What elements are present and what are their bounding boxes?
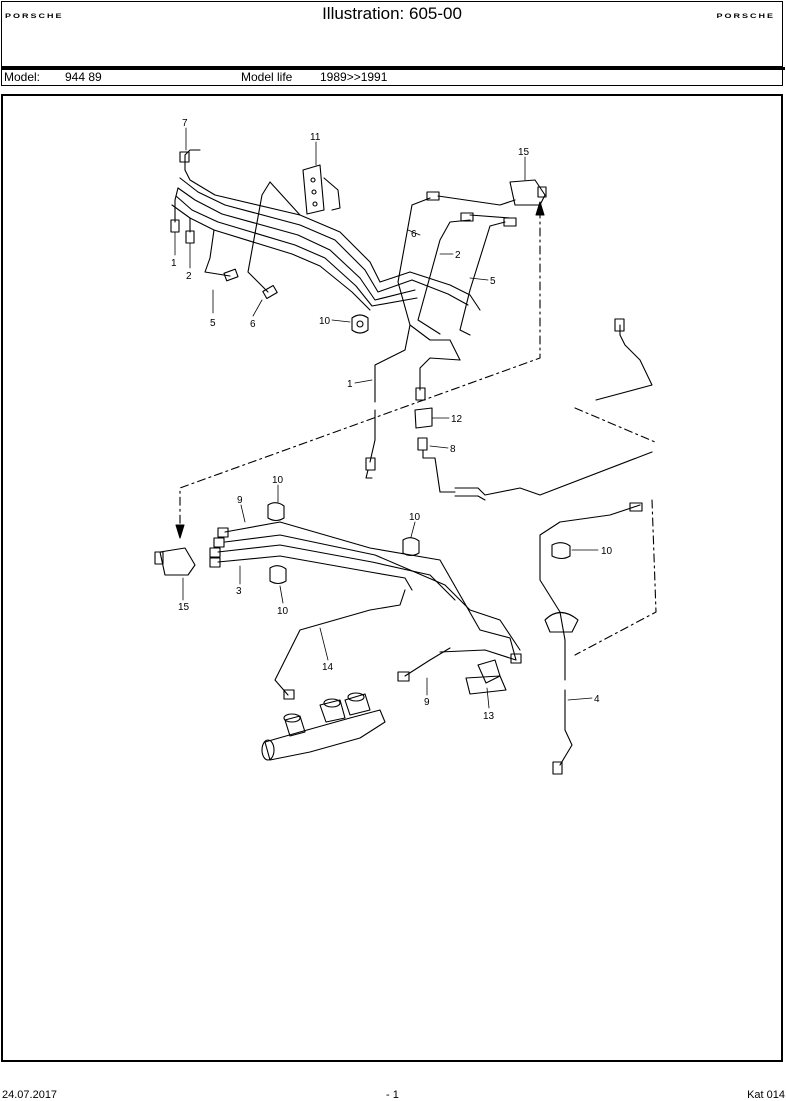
- master-cylinder: [261, 692, 386, 761]
- clip-10-upper: [351, 314, 369, 334]
- footer-page-number: - 1: [386, 1089, 399, 1101]
- footer-date: 24.07.2017: [2, 1089, 58, 1101]
- porsche-logo-left: PORSCHE: [5, 12, 64, 20]
- callout-6-left: 6: [250, 319, 256, 330]
- model-bar: Model: 944 89 Model life 1989>>1991: [1, 69, 783, 86]
- callout-5-right: 5: [490, 276, 496, 287]
- callout-3: 3: [236, 586, 242, 597]
- callout-leaders: [174, 127, 599, 709]
- callout-15-upper: 15: [518, 147, 530, 158]
- callout-10-center-lower: 10: [409, 512, 421, 523]
- callout-10-upper: 10: [319, 316, 331, 327]
- callout-7: 7: [182, 118, 188, 129]
- callout-12: 12: [451, 414, 463, 425]
- footer-catalog: Kat 014: [747, 1089, 785, 1101]
- model-label: Model:: [4, 70, 41, 84]
- callout-10-right-lower: 10: [601, 546, 613, 557]
- callout-10-bottom-lower: 10: [277, 606, 289, 617]
- illustration-frame: [1, 94, 783, 1062]
- callout-8: 8: [450, 444, 456, 455]
- callout-9-left: 9: [237, 495, 243, 506]
- valve-12: [414, 357, 461, 429]
- illustration-title: Illustration: 605-00: [322, 4, 462, 23]
- switch-13: [465, 659, 507, 695]
- callout-14: 14: [322, 662, 334, 673]
- callout-2-left: 2: [186, 271, 192, 282]
- callout-10-top-lower: 10: [272, 475, 284, 486]
- callout-2-right: 2: [455, 250, 461, 261]
- callout-9-bottom: 9: [424, 697, 430, 708]
- callout-11: 11: [310, 132, 321, 143]
- lower-brake-lines: [209, 521, 522, 700]
- line-4: [539, 502, 643, 775]
- line-8: [417, 318, 653, 501]
- arrow-down-icon: [175, 524, 185, 539]
- callout-labels: 7 11 15 1 2 6 2 5 5 6 10 1 12 8 10 9 10 …: [171, 118, 613, 722]
- model-value: 944 89: [65, 70, 102, 84]
- distributor-15-upper: [509, 179, 547, 206]
- callout-1-left: 1: [171, 258, 177, 269]
- right-upper-lines: [397, 191, 517, 361]
- callout-13: 13: [483, 711, 495, 722]
- page-header: PORSCHE Illustration: 605-00 PORSCHE: [1, 1, 783, 67]
- callout-15-lower: 15: [178, 602, 190, 613]
- line-1-down: [365, 324, 411, 479]
- callout-4: 4: [594, 694, 600, 705]
- clips-10-lower: [267, 502, 420, 585]
- callout-5-left: 5: [210, 318, 216, 329]
- callout-1-center: 1: [347, 379, 353, 390]
- model-life-value: 1989>>1991: [320, 70, 388, 84]
- dashed-reference-lines: [179, 209, 657, 656]
- model-life-label: Model life: [241, 70, 293, 84]
- bracket-11: [302, 164, 341, 215]
- callout-6-right: 6: [411, 229, 417, 240]
- upper-brake-line-bundle: [171, 169, 481, 311]
- header-divider: [1, 67, 785, 70]
- arrow-up-icon: [535, 201, 545, 216]
- distributor-15-lower: [154, 547, 196, 576]
- porsche-logo-right: PORSCHE: [716, 12, 775, 20]
